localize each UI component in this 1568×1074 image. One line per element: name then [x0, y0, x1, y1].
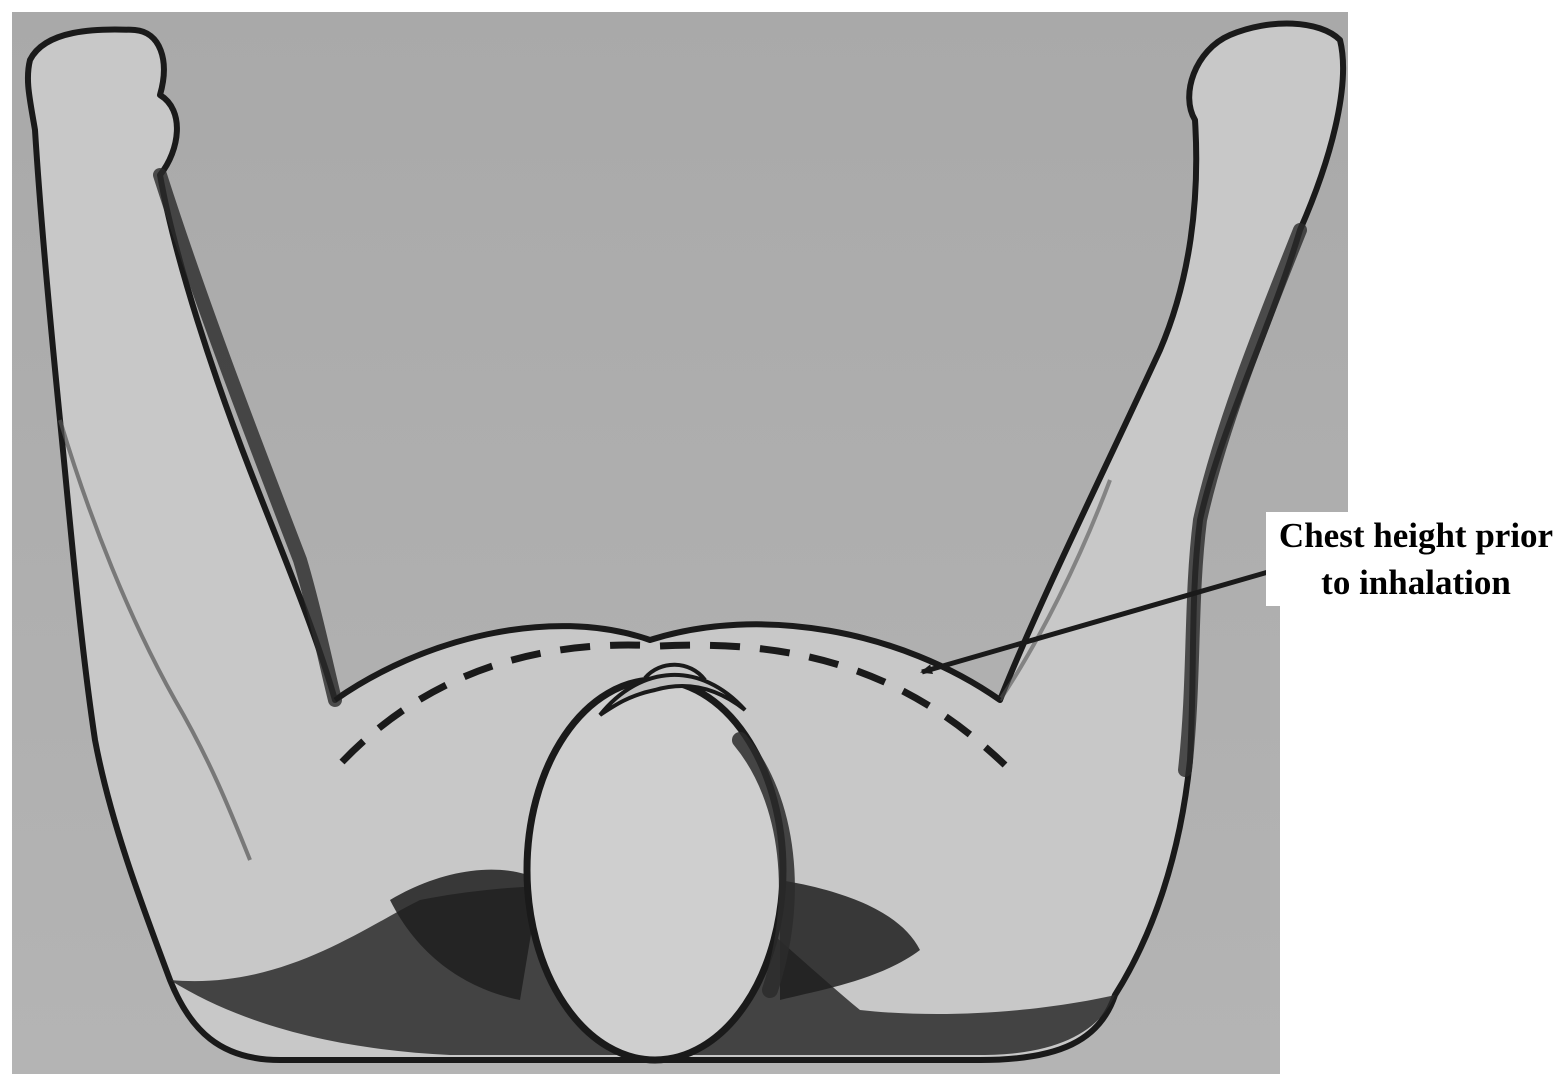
callout-label: Chest height prior to inhalation	[1266, 512, 1566, 606]
photo-lower-right-strip	[1280, 540, 1350, 1074]
callout-line-1: Chest height prior	[1266, 512, 1566, 559]
callout-line-2: to inhalation	[1266, 559, 1566, 606]
